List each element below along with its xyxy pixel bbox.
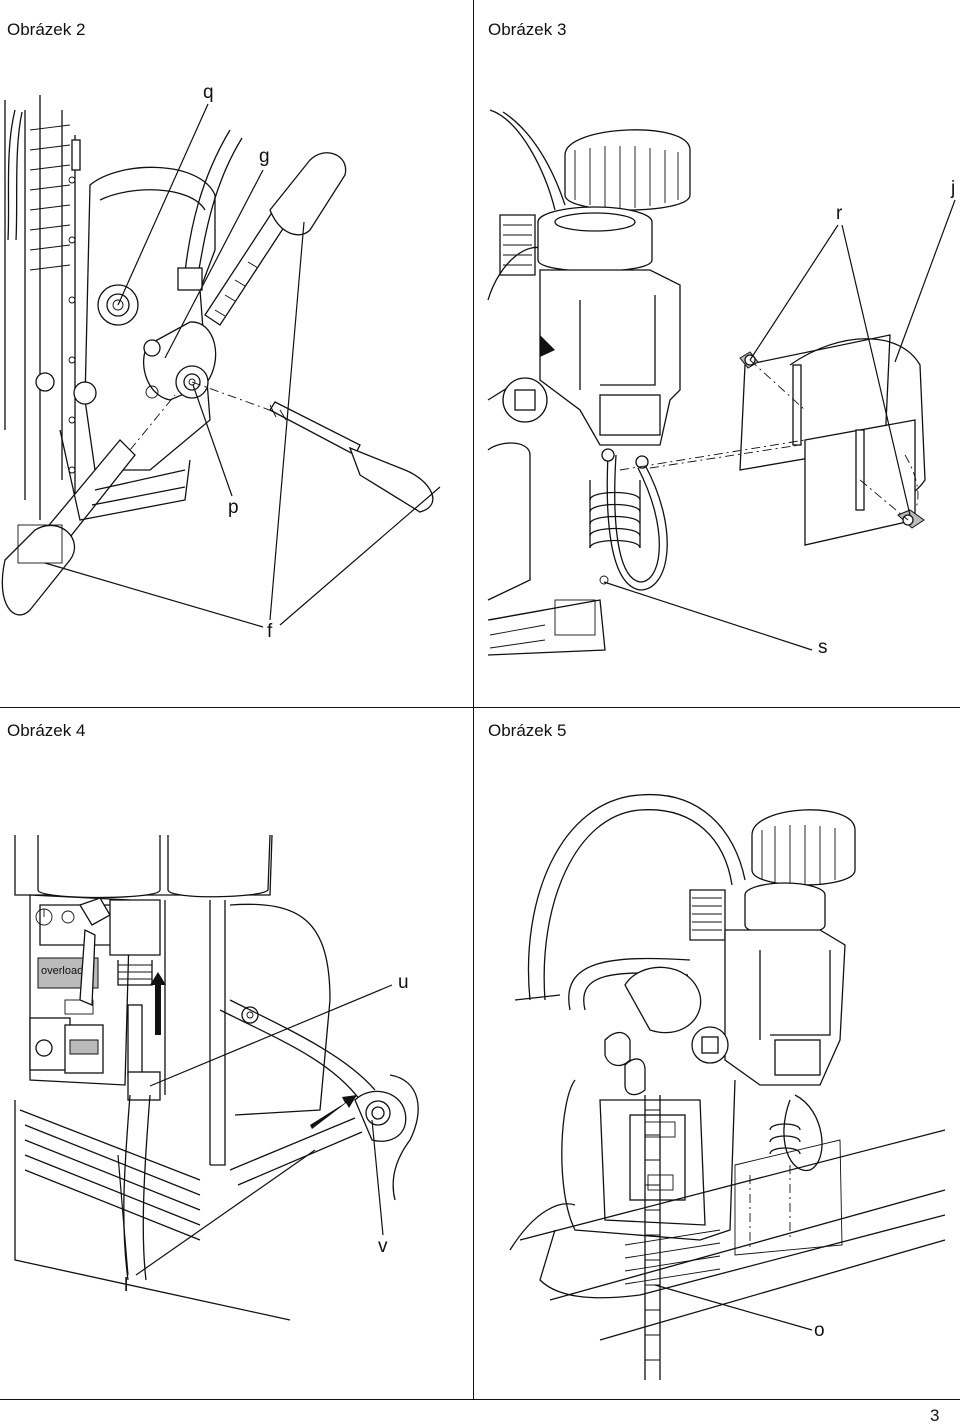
label-g: g	[259, 146, 270, 167]
label-q: q	[203, 82, 214, 103]
figure-4-drawing	[14, 834, 419, 1321]
label-v: v	[378, 1236, 388, 1257]
label-l: l	[124, 1275, 129, 1296]
label-f: f	[267, 621, 273, 642]
panel-overload-text: overload	[41, 965, 84, 977]
figure-2-drawing	[1, 95, 441, 628]
vertical-divider	[473, 0, 474, 1400]
figure-4-caption: Obrázek 4	[7, 721, 86, 740]
label-j: j	[951, 178, 956, 199]
figure-2-caption: Obrázek 2	[7, 20, 86, 39]
label-o: o	[814, 1320, 825, 1341]
figure-3-caption: Obrázek 3	[488, 20, 567, 39]
figure-5-caption: Obrázek 5	[488, 721, 567, 740]
page-number: 3	[930, 1406, 940, 1425]
horizontal-divider	[0, 707, 960, 708]
label-s: s	[818, 637, 828, 658]
label-r: r	[836, 203, 843, 224]
label-p: p	[228, 497, 239, 518]
label-u: u	[398, 972, 409, 993]
figure-3-drawing	[487, 109, 956, 656]
bottom-rule	[0, 1399, 960, 1400]
